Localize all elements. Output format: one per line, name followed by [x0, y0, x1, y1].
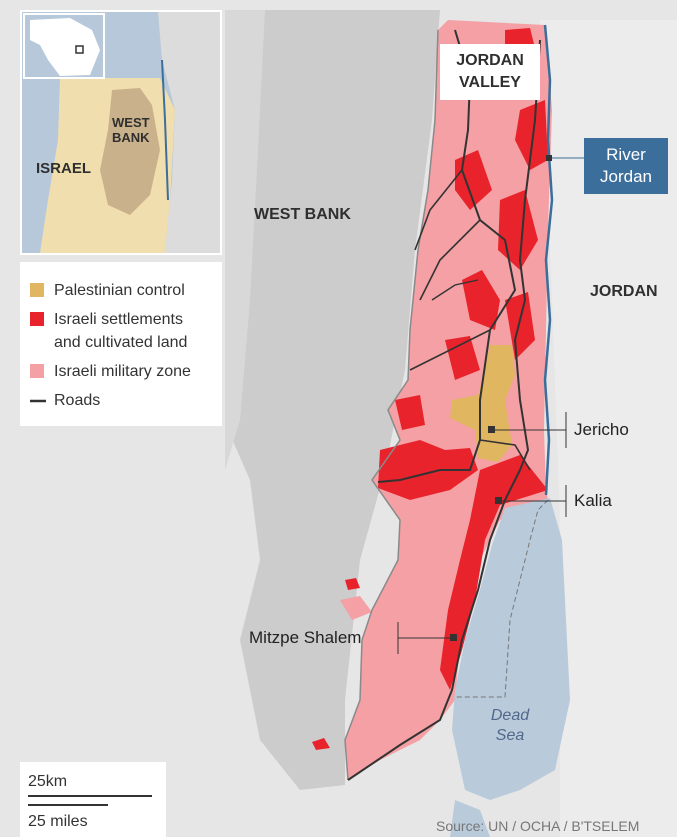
legend-swatch-military — [30, 364, 44, 378]
inset-jordan-land — [158, 12, 220, 253]
scale-label-km: 25km — [28, 773, 68, 790]
legend-box — [20, 262, 222, 426]
road — [414, 169, 463, 251]
inset-west-bank-label: WEST BANK — [112, 115, 150, 145]
road — [377, 29, 517, 483]
place-label-jericho: Jericho — [574, 420, 629, 439]
river-marker — [546, 155, 552, 161]
river-jordan-line1: River — [606, 145, 646, 164]
inset-israel-label: ISRAEL — [36, 160, 92, 177]
legend-label-roads: Roads — [54, 392, 101, 409]
inset-west-bank — [100, 88, 160, 215]
legend-label-settlements-2: and cultivated land — [54, 334, 188, 351]
armistice-line — [455, 499, 549, 698]
river-jordan — [543, 24, 554, 496]
settlement-area — [378, 440, 478, 500]
scale-box — [20, 762, 166, 837]
military-zone-patch — [340, 596, 372, 620]
locator-border — [23, 13, 105, 79]
jordan-valley-line1: JORDAN — [456, 52, 524, 69]
river-jordan-label-box: River Jordan — [584, 138, 668, 194]
inset-west-bank-line1: WEST — [112, 115, 150, 130]
road — [347, 39, 541, 781]
dead-sea-label: Dead Sea — [484, 706, 536, 746]
road — [431, 279, 479, 301]
dead-sea — [452, 498, 570, 800]
legend-label-settlements: Israeli settlements — [54, 311, 183, 328]
palestinian-control-area — [450, 345, 515, 462]
legend-label-palestinian: Palestinian control — [54, 282, 185, 299]
locator-land — [30, 18, 100, 76]
legend-swatch-settlements — [30, 312, 44, 326]
kalia-marker — [495, 497, 502, 504]
territory-boundary — [344, 29, 439, 781]
legend-swatch-palestinian — [30, 283, 44, 297]
settlement-area — [455, 150, 492, 210]
river-jordan-line2: Jordan — [600, 167, 652, 186]
source-credit: Source: UN / OCHA / B'TSELEM — [436, 818, 640, 834]
settlement-area — [440, 455, 548, 690]
scale-label-miles: 25 miles — [28, 813, 88, 830]
jordan-label: JORDAN — [590, 283, 658, 300]
road — [479, 439, 531, 471]
legend-label-military: Israeli military zone — [54, 363, 191, 380]
jordan-valley-label-box: JORDAN VALLEY — [440, 44, 540, 100]
inset-river — [161, 59, 169, 201]
road — [419, 219, 481, 301]
dead-sea-line1: Dead — [490, 707, 530, 724]
place-label-kalia: Kalia — [574, 491, 612, 510]
inset-map — [20, 10, 222, 255]
settlement-area — [515, 100, 548, 170]
inset-west-bank-line2: BANK — [112, 130, 150, 145]
jericho-marker — [488, 426, 495, 433]
settlement-patch — [345, 578, 360, 590]
settlement-patch — [312, 738, 330, 750]
west-bank-territory — [225, 10, 440, 790]
mitzpe-shalem-marker — [450, 634, 457, 641]
locator-marker — [75, 45, 84, 54]
dead-sea-south — [450, 800, 490, 837]
west-terrain-strip — [225, 10, 265, 470]
jordan-terrain — [540, 20, 677, 837]
road — [409, 329, 491, 371]
dead-sea-line2: Sea — [495, 727, 525, 744]
west-bank-label: WEST BANK — [254, 206, 351, 223]
settlement-area — [395, 395, 425, 430]
place-label-mitzpe-shalem: Mitzpe Shalem — [249, 628, 362, 647]
settlement-area — [505, 292, 535, 360]
settlement-area — [462, 270, 500, 330]
jordan-valley-line2: VALLEY — [459, 74, 521, 91]
settlement-area — [445, 336, 480, 380]
